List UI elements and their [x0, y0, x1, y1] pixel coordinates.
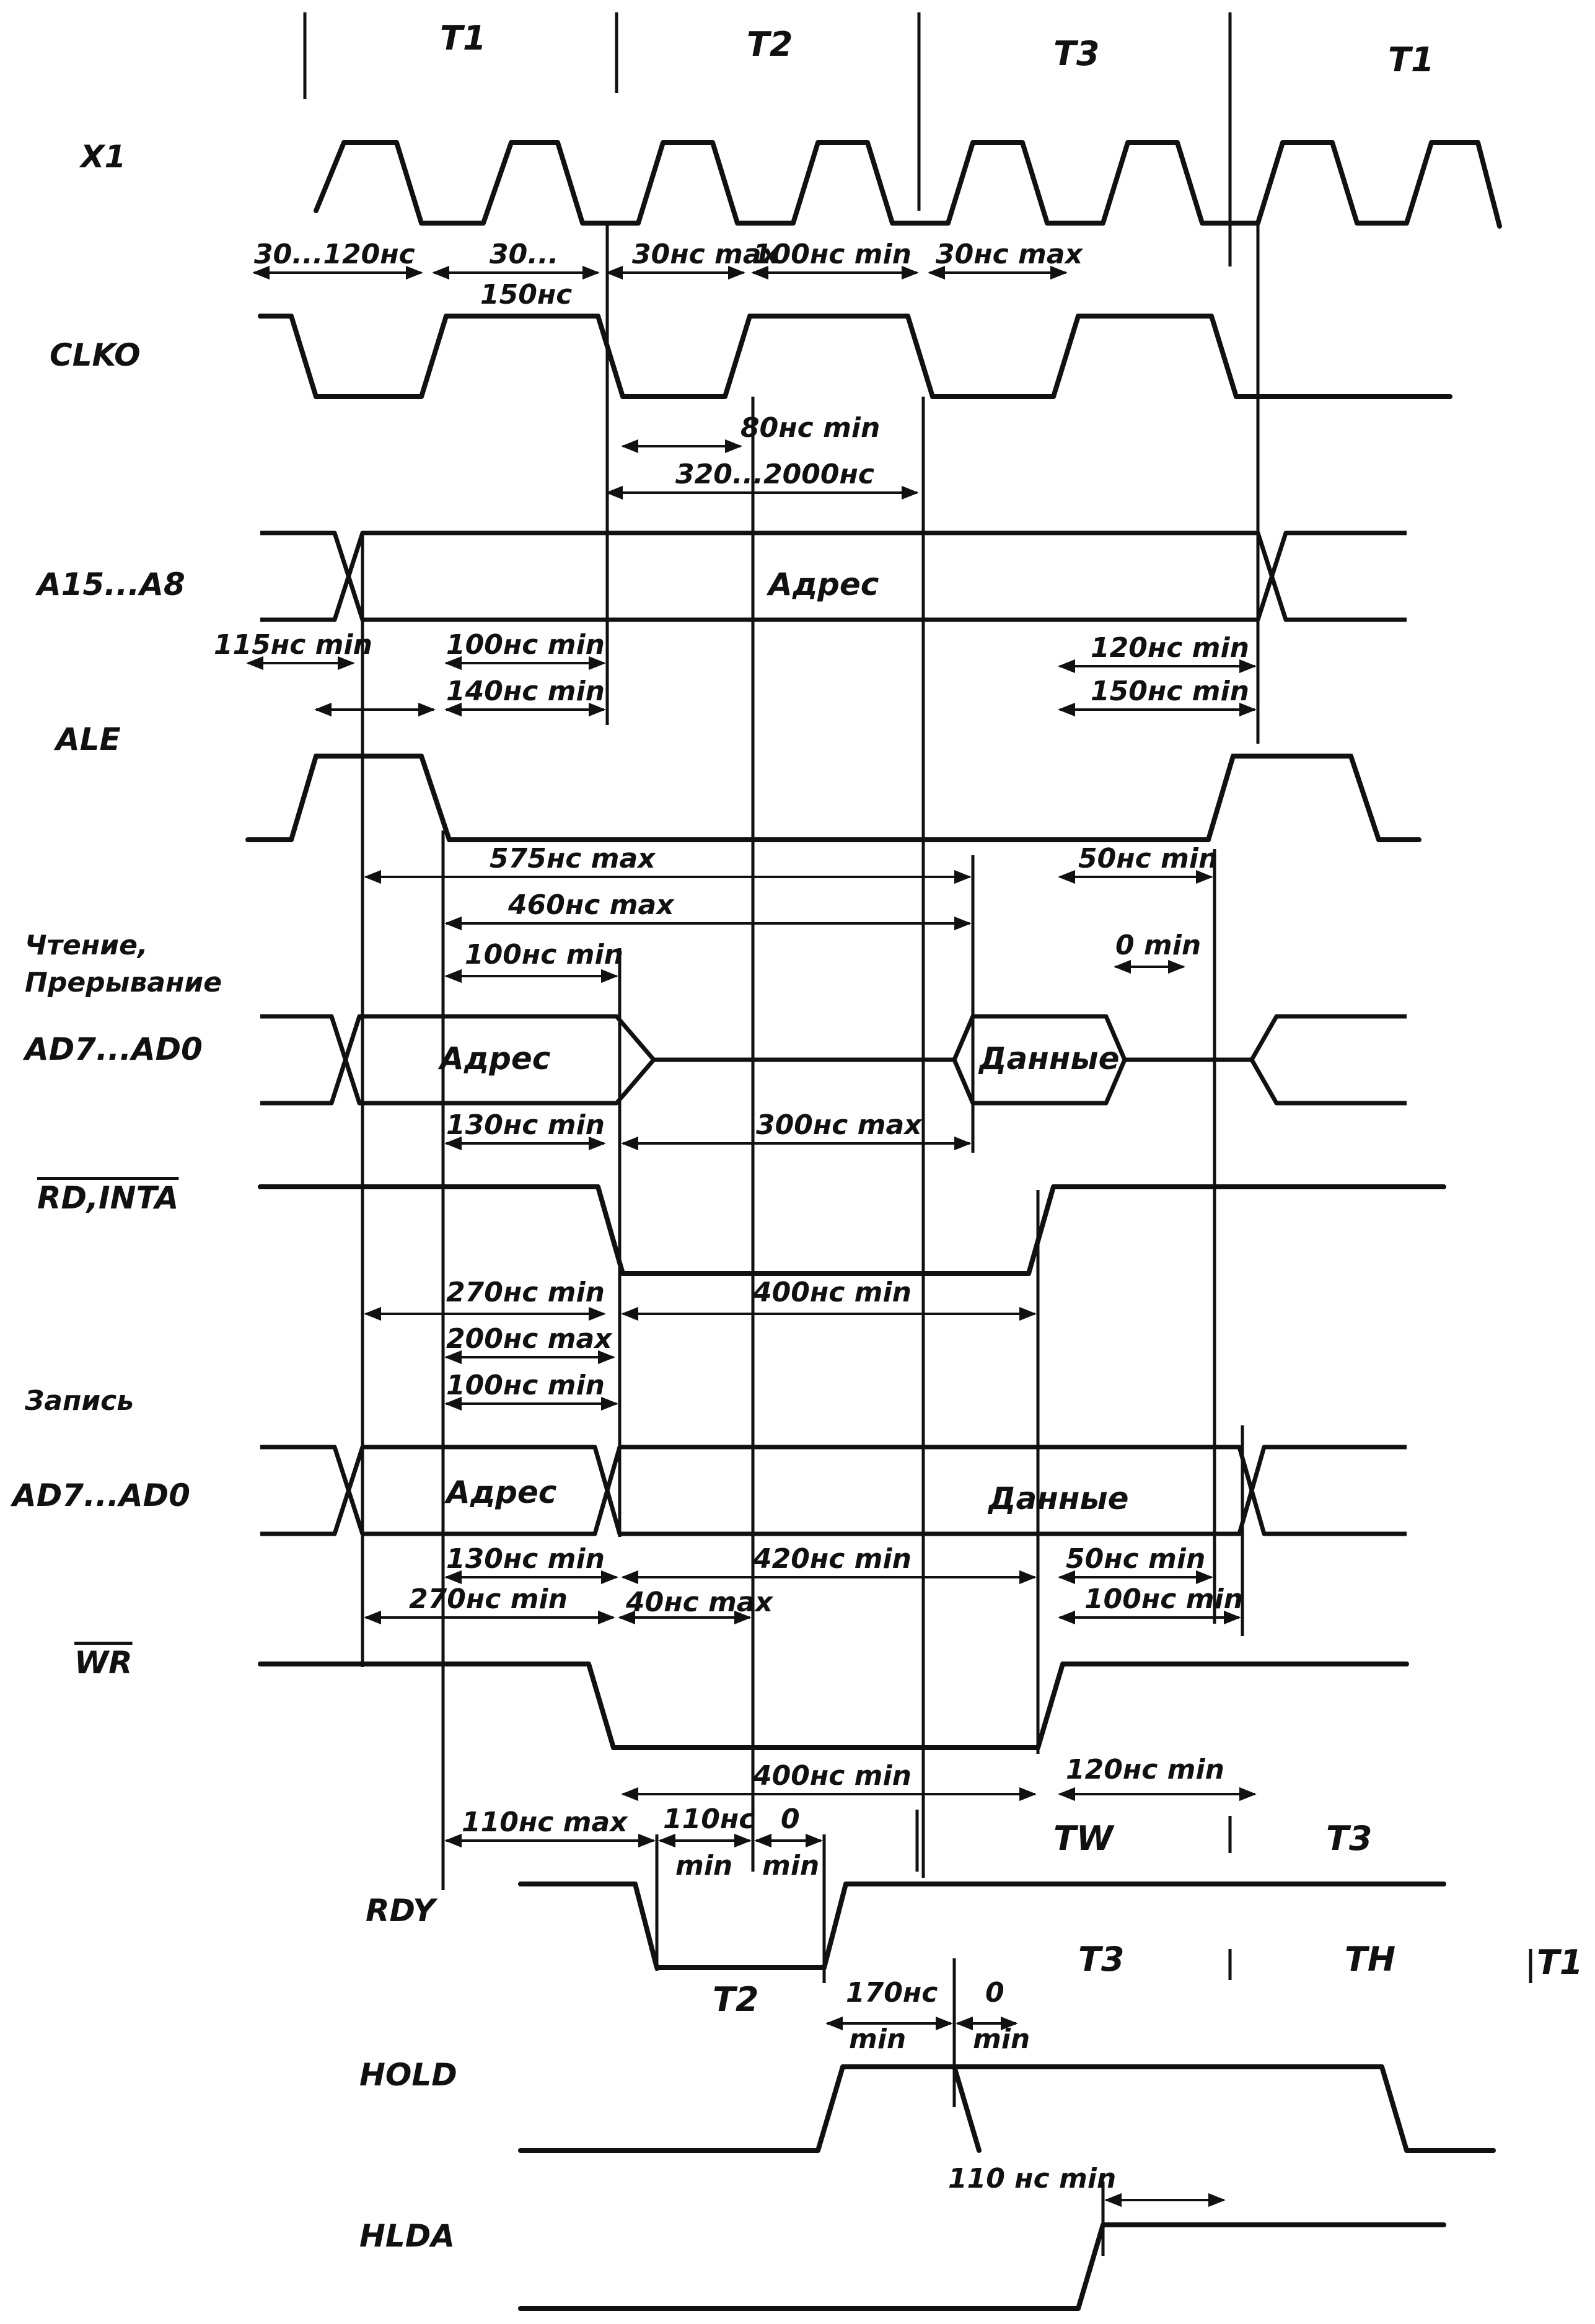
timing-rdy-setup-2: min [675, 1850, 732, 1882]
timing-ale-hold: 100нс min [446, 629, 605, 661]
timing-clko-high-min: 100нс min [753, 239, 912, 270]
signal-label-x1: X1 [79, 139, 126, 175]
timing-wr-width: 400нс min [752, 1760, 912, 1792]
dimension-arrows [246, 265, 1257, 2207]
timing-rdy-setup-1: 110нс [663, 1803, 755, 1835]
hold-waveform [518, 2064, 1496, 2153]
a15-a8-bus [260, 530, 1407, 622]
signal-label-a15-a8: A15...A8 [35, 566, 185, 602]
timing-ale-to-rd: 100нс min [465, 939, 623, 971]
hold-period-t1: T1 [1537, 1943, 1583, 1982]
timing-rd-width: 400нс min [752, 1277, 912, 1308]
timing-clko-fall: 30нс max [632, 239, 780, 270]
timing-addr-valid-data: 575нс max [490, 843, 656, 874]
timing-hlda-delay: 110 нс min [948, 2163, 1116, 2194]
timing-ale-to-rdy: 110нс max [462, 1807, 628, 1838]
period-label-t1-next: T1 [1388, 40, 1434, 79]
period-label-t1: T1 [440, 19, 486, 58]
timing-hold-hold-2: min [973, 2023, 1030, 2055]
ale-waveform [245, 754, 1421, 842]
timing-hold-hold-1: 0 [985, 1977, 1004, 2009]
timing-data-hold-w: 100нс min [1084, 1583, 1243, 1615]
signal-label-hold: HOLD [359, 2057, 457, 2093]
timing-addr-float-rd: 130нс min [446, 1109, 605, 1141]
ad-write-bus [260, 1445, 1407, 1536]
hold-period-th: TH [1345, 1940, 1395, 1979]
section-label-write: Запись [24, 1385, 134, 1417]
timing-data-hold: 0 min [1115, 930, 1201, 961]
timing-hold-setup-2: min [849, 2023, 906, 2055]
timing-clko-rise: 30нс max [936, 239, 1084, 270]
timing-clko-high-2: 150нс [480, 279, 572, 310]
timing-hold-setup-1: 170нс [846, 1977, 938, 2009]
period-label-t3: T3 [1053, 34, 1099, 73]
ad-read-data-label: Данные [978, 1041, 1120, 1076]
timing-ale-valid-data: 460нс max [508, 889, 675, 921]
timing-wr-to-ale: 50нс min [1066, 1543, 1205, 1575]
timing-addr-hold-rd: 120нс min [1091, 632, 1249, 664]
ad-write-address-label: Адрес [444, 1474, 557, 1510]
timing-addr-hold-w: 100нс min [446, 1370, 605, 1401]
signal-label-rdy: RDY [366, 1893, 438, 1929]
timing-rd-to-ale: 50нс min [1078, 843, 1218, 874]
timing-wr-data-delay: 40нс max [625, 1587, 774, 1618]
wr-waveform [258, 1662, 1409, 1750]
signal-label-rd-inta: RD,INTA [37, 1180, 178, 1216]
ad-write-data-label: Данные [987, 1481, 1129, 1516]
signal-label-ad-read: AD7...AD0 [22, 1031, 203, 1067]
reference-lines [361, 223, 1260, 2256]
timing-ale-to-data-w: 200нс max [446, 1323, 613, 1355]
x1-waveform [314, 140, 1502, 229]
signal-label-wr: WR [74, 1645, 133, 1681]
hlda-waveform [518, 2222, 1446, 2311]
timing-clko-period: 320...2000нс [675, 459, 874, 490]
timing-rdy-hold-1: 0 [781, 1803, 800, 1835]
rdy-period-t2: T2 [713, 1980, 758, 2019]
clko-waveform [258, 314, 1452, 399]
timing-clko-low-min: 80нс min [740, 412, 880, 444]
section-label-interrupt: Прерывание [25, 967, 222, 998]
timing-clko-high-1: 30... [490, 239, 558, 270]
timing-addr-to-wr: 270нс min [409, 1583, 568, 1615]
section-label-read: Чтение, [25, 930, 148, 961]
period-label-t2: T2 [747, 25, 793, 64]
rd-inta-waveform [258, 1184, 1446, 1276]
timing-wr-to-next-ale: 120нс min [1066, 1754, 1224, 1785]
ad-read-address-label: Адрес [437, 1041, 551, 1076]
signal-label-ad-write: AD7...AD0 [10, 1477, 190, 1513]
timing-x1-clko-delay: 30...120нс [254, 239, 415, 270]
timing-data-setup-w: 420нс min [752, 1543, 912, 1575]
signal-label-clko: CLKO [50, 337, 141, 373]
hold-period-t3: T3 [1078, 1940, 1124, 1979]
signal-label-ale: ALE [53, 721, 121, 757]
a15-a8-address-label: Адрес [766, 566, 879, 602]
rdy-period-t3: T3 [1326, 1819, 1372, 1858]
timing-ale-width: 140нс min [446, 676, 605, 707]
timing-addr-to-rd: 270нс min [446, 1277, 605, 1308]
timing-rd-to-data: 300нс max [756, 1109, 923, 1141]
rdy-waveform [518, 1882, 1446, 1970]
timing-ale-to-next: 150нс min [1091, 676, 1249, 707]
rdy-period-tw: TW [1053, 1819, 1115, 1858]
signal-label-hlda: HLDA [359, 2218, 455, 2254]
timing-addr-float-w: 130нс min [446, 1543, 605, 1575]
timing-rdy-hold-2: min [762, 1850, 819, 1882]
ad-read-bus [260, 1014, 1407, 1106]
timing-addr-setup-ale: 115нс min [214, 629, 372, 661]
